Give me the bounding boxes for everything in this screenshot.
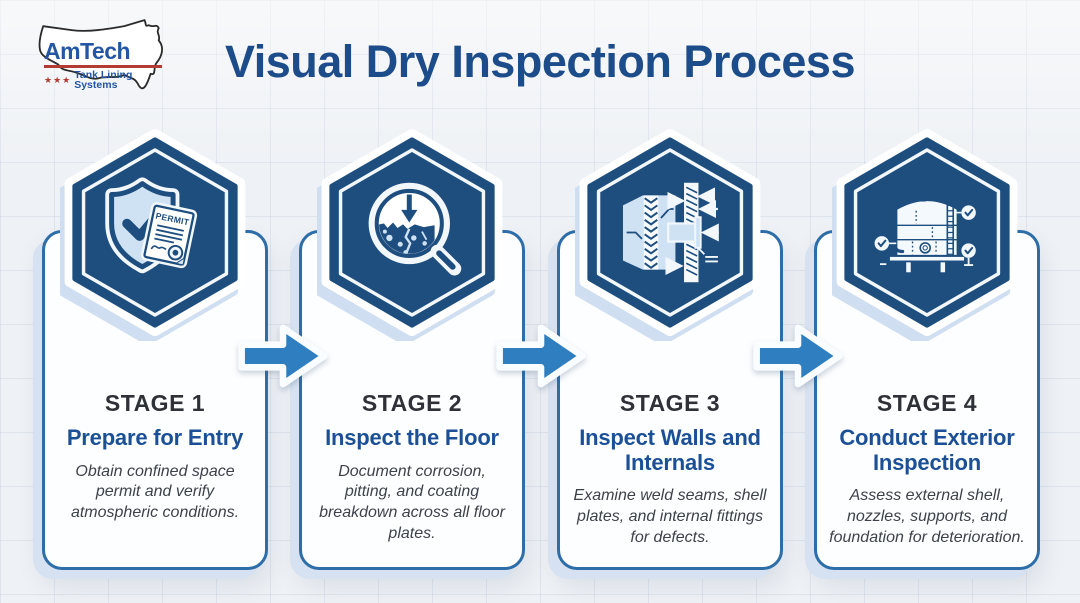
wall-weld-section-icon [575, 124, 765, 341]
amtech-logo: AmTech ★★★ Tank Lining Systems [28, 14, 180, 112]
stage-column-4: STAGE 4 Conduct Exterior Inspection Asse… [814, 124, 1040, 574]
stage-title: Prepare for Entry [66, 425, 244, 450]
page-title: Visual Dry Inspection Process [225, 36, 855, 87]
floor-magnifier-crack-icon [317, 124, 507, 341]
stage-column-1: STAGE 1 Prepare for Entry Obtain confine… [42, 124, 268, 574]
stage-label: STAGE 2 [361, 390, 463, 416]
stage-description: Examine weld seams, shell plates, and in… [573, 487, 767, 546]
stage-label: STAGE 4 [876, 390, 978, 416]
logo-tagline: Tank Lining Systems [74, 68, 133, 91]
logo-stars: ★★★ [44, 74, 72, 85]
logo-red-rule [44, 65, 162, 68]
arrow-right-icon [751, 316, 845, 396]
stage-description: Obtain confined space permit and verify … [70, 462, 240, 522]
arrow-right-icon [236, 316, 330, 396]
stage-label: STAGE 3 [619, 390, 721, 416]
stage-title: Inspect the Floor [325, 425, 499, 450]
logo-brand: AmTech [44, 38, 131, 64]
arrow-right-icon [494, 316, 588, 396]
stage-label: STAGE 1 [104, 390, 206, 416]
usa-map-outline-icon [38, 19, 163, 90]
stage-description: Assess external shell, nozzles, supports… [829, 487, 1025, 546]
stage-title: Inspect Walls and Internals [579, 425, 761, 475]
stage-description: Document corrosion, pitting, and coating… [319, 462, 505, 543]
storage-tank-icon [832, 124, 1022, 341]
stage-column-2: STAGE 2 Inspect the Floor Document corro… [299, 124, 525, 574]
stage-title: Conduct Exterior Inspection [839, 425, 1015, 475]
shield-permit-icon: PERMIT [60, 124, 250, 341]
stage-column-3: STAGE 3 Inspect Walls and Internals Exam… [557, 124, 783, 574]
